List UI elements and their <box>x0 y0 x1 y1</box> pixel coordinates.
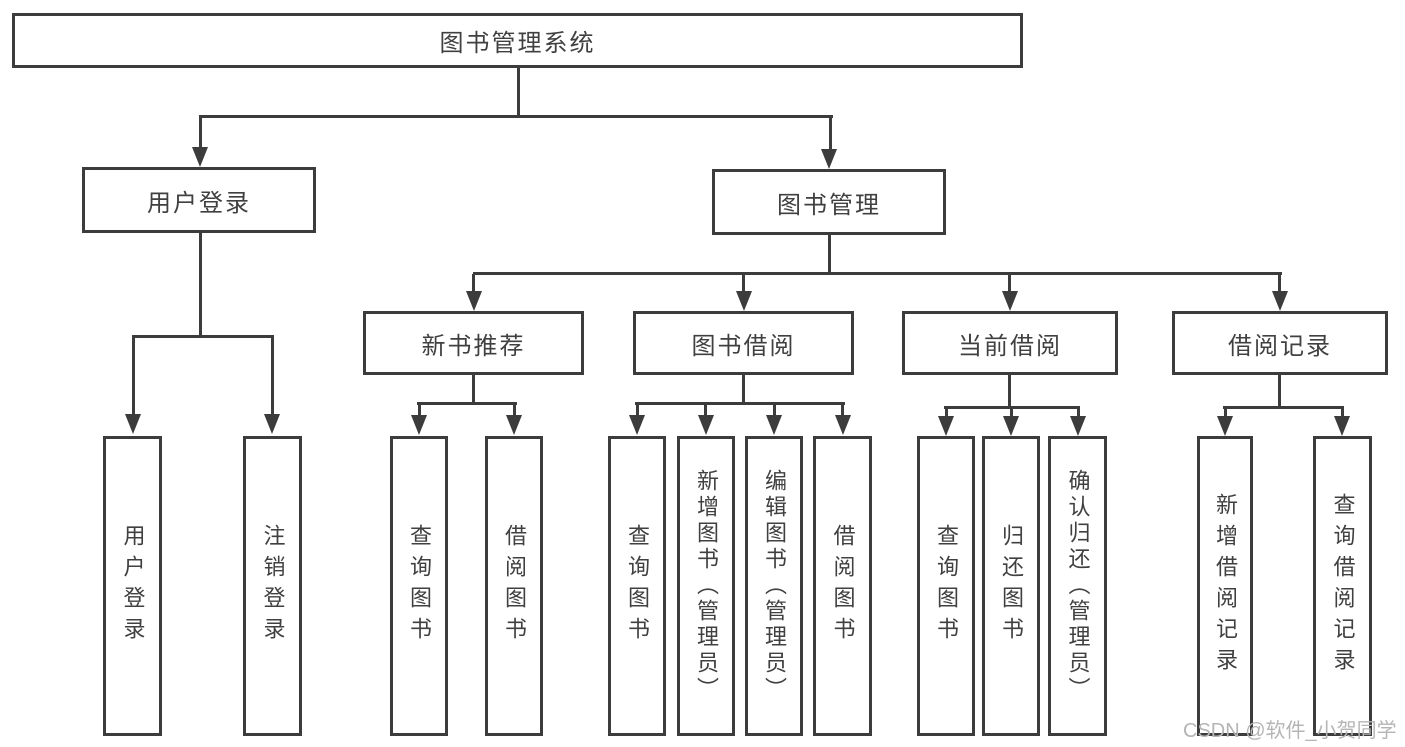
node-current-borrowing: 当前借阅 <box>902 311 1118 375</box>
node-user-login-branch: 用户登录 <box>82 167 316 233</box>
arrow-down-icon <box>264 414 280 434</box>
connector-line <box>828 234 831 275</box>
leaf-query-borrow-record: 查询借阅记录 <box>1313 436 1372 736</box>
arrow-down-icon <box>835 415 851 435</box>
leaf-query-books-recommend: 查询图书 <box>390 436 448 736</box>
leaf-label: 编辑图书（管理员） <box>762 469 787 703</box>
connector-line <box>636 404 639 416</box>
connector-line <box>1278 274 1281 292</box>
leaf-query-books-current: 查询图书 <box>917 436 975 736</box>
connector-line <box>513 404 516 416</box>
leaf-confirm-return-admin: 确认归还（管理员） <box>1048 436 1107 736</box>
leaf-label: 用户登录 <box>120 524 146 648</box>
connector-line <box>1008 373 1011 408</box>
connector-line <box>1077 408 1080 418</box>
connector-line <box>271 337 274 417</box>
arrow-down-icon <box>506 415 522 435</box>
connector-line <box>472 373 475 404</box>
arrow-down-icon <box>411 415 427 435</box>
csdn-watermark: CSDN @软件_小贺同学 <box>1183 720 1397 742</box>
arrow-down-icon <box>821 149 837 169</box>
node-borrowing-records: 借阅记录 <box>1172 311 1388 375</box>
arrow-down-icon <box>736 291 752 311</box>
connector-line <box>945 408 948 418</box>
leaf-label: 查询图书 <box>934 524 959 648</box>
node-book-management-branch: 图书管理 <box>712 169 946 235</box>
leaf-label: 新增借阅记录 <box>1213 493 1238 679</box>
leaf-user-login: 用户登录 <box>103 436 162 736</box>
leaf-add-borrow-record: 新增借阅记录 <box>1197 436 1253 736</box>
leaf-label: 借阅图书 <box>502 524 527 648</box>
arrow-down-icon <box>766 415 782 435</box>
arrow-down-icon <box>1003 416 1019 436</box>
arrow-down-icon <box>938 416 954 436</box>
connector-line <box>517 68 520 118</box>
leaf-label: 新增图书（管理员） <box>694 469 719 703</box>
leaf-return-books: 归还图书 <box>982 436 1040 736</box>
leaf-label: 查询借阅记录 <box>1330 493 1356 679</box>
connector-line <box>199 117 202 150</box>
connector-line <box>1008 274 1011 292</box>
connector-line <box>944 406 1080 409</box>
leaf-add-books-admin: 新增图书（管理员） <box>677 436 735 736</box>
connector-line <box>704 404 707 416</box>
leaf-label: 确认归还（管理员） <box>1065 469 1091 703</box>
arrow-down-icon <box>192 147 208 167</box>
leaf-logout: 注销登录 <box>243 436 302 736</box>
leaf-label: 注销登录 <box>260 524 286 648</box>
arrow-down-icon <box>125 414 141 434</box>
connector-line <box>418 404 421 416</box>
connector-line <box>1278 373 1281 408</box>
node-new-book-recommendation: 新书推荐 <box>363 311 584 375</box>
connector-line <box>1223 406 1344 409</box>
arrow-down-icon <box>1217 416 1233 436</box>
connector-line <box>1341 408 1344 418</box>
connector-line <box>1010 408 1013 418</box>
connector-line <box>132 335 274 338</box>
arrow-down-icon <box>466 291 482 311</box>
connector-line <box>417 402 517 405</box>
leaf-label: 查询图书 <box>625 524 650 648</box>
connector-line <box>472 274 475 292</box>
connector-line <box>635 402 845 405</box>
leaf-label: 查询图书 <box>407 524 432 648</box>
connector-line <box>742 274 745 292</box>
connector-line <box>829 117 832 152</box>
arrow-down-icon <box>629 415 645 435</box>
leaf-borrow-books-borrowing: 借阅图书 <box>813 436 872 736</box>
node-book-borrowing: 图书借阅 <box>633 311 854 375</box>
connector-line <box>742 373 745 404</box>
arrow-down-icon <box>1334 416 1350 436</box>
leaf-borrow-books-recommend: 借阅图书 <box>485 436 543 736</box>
connector-line <box>132 337 135 417</box>
arrow-down-icon <box>1272 291 1288 311</box>
connector-line <box>773 404 776 416</box>
connector-line <box>473 272 1282 275</box>
arrow-down-icon <box>1002 291 1018 311</box>
connector-line <box>841 404 844 416</box>
leaf-query-books-borrowing: 查询图书 <box>608 436 666 736</box>
leaf-label: 归还图书 <box>999 524 1024 648</box>
leaf-label: 借阅图书 <box>830 524 856 648</box>
connector-line <box>199 115 833 118</box>
arrow-down-icon <box>1070 416 1086 436</box>
arrow-down-icon <box>698 415 714 435</box>
node-root-book-management-system: 图书管理系统 <box>12 13 1023 68</box>
connector-line <box>199 232 202 337</box>
connector-line <box>1224 408 1227 418</box>
leaf-edit-books-admin: 编辑图书（管理员） <box>745 436 803 736</box>
